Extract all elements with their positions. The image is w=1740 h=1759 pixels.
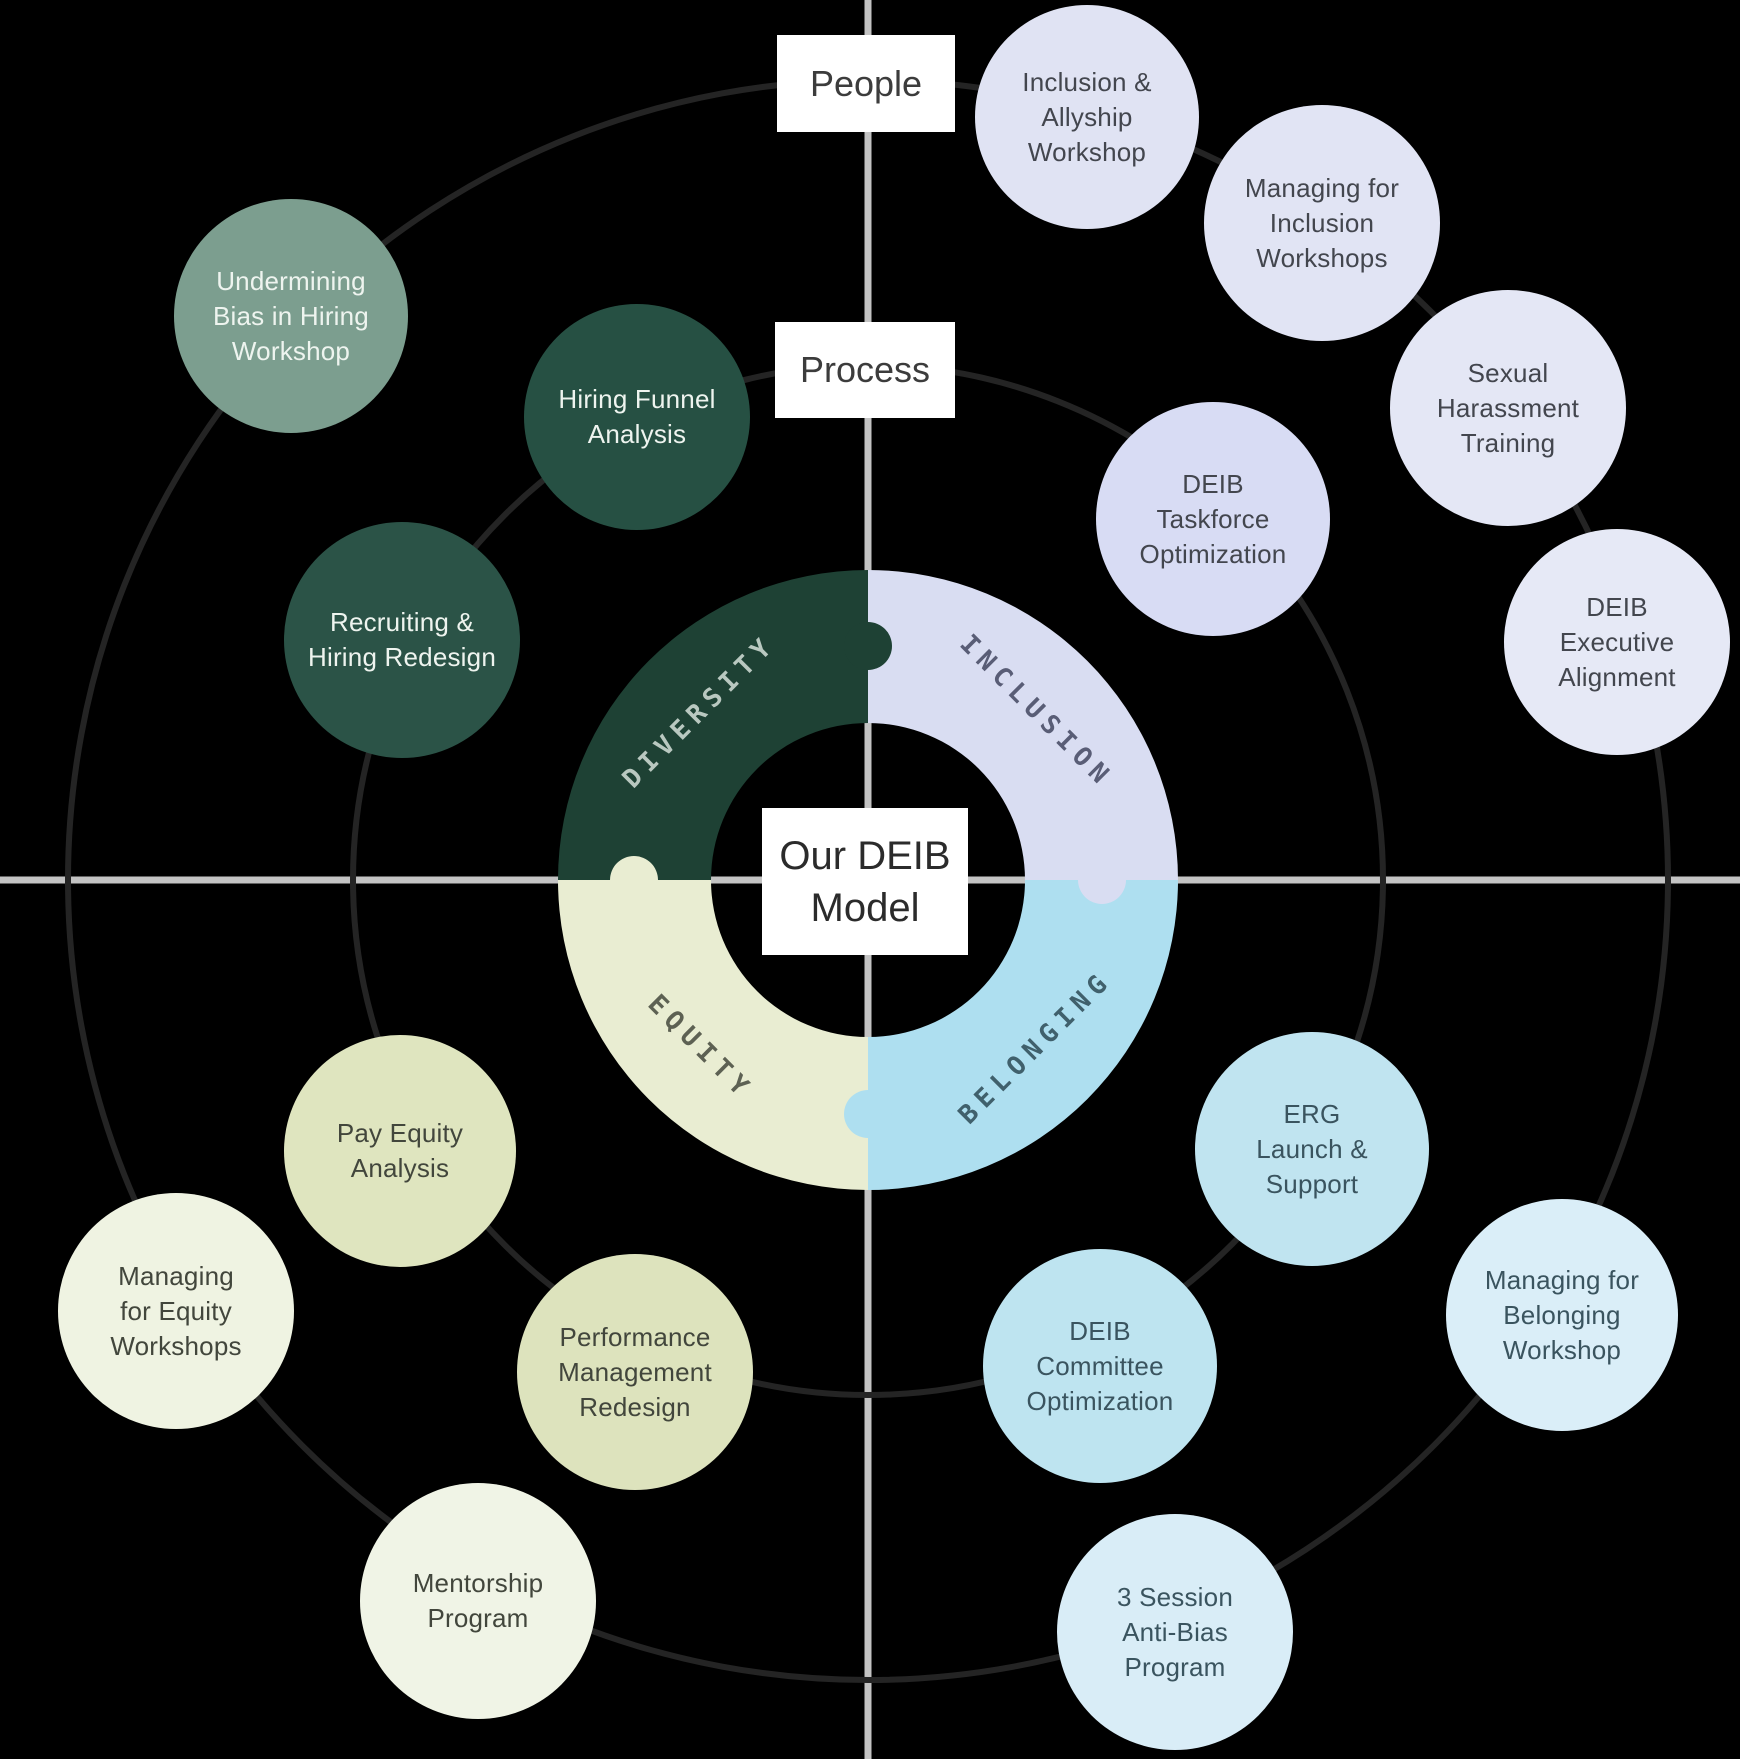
process-ring-label: Process — [775, 322, 955, 418]
center-title: Our DEIB Model — [762, 808, 968, 955]
bubble-three-session-anti-bias-program: 3 Session Anti-Bias Program — [1057, 1514, 1293, 1750]
bubble-deib-taskforce-optimization: DEIB Taskforce Optimization — [1096, 402, 1330, 636]
donut-quadrant-inclusion — [868, 570, 1178, 880]
bubble-managing-for-inclusion-workshops: Managing for Inclusion Workshops — [1204, 105, 1440, 341]
bubble-pay-equity-analysis: Pay Equity Analysis — [284, 1035, 516, 1267]
bubble-deib-committee-optimization: DEIB Committee Optimization — [983, 1249, 1217, 1483]
bubble-recruiting-hiring-redesign: Recruiting & Hiring Redesign — [284, 522, 520, 758]
puzzle-knob-equity — [610, 856, 658, 904]
people-ring-label: People — [777, 35, 955, 132]
bubble-erg-launch-support: ERG Launch & Support — [1195, 1032, 1429, 1266]
bubble-mentorship-program: Mentorship Program — [360, 1483, 596, 1719]
donut-quadrant-belonging — [868, 880, 1178, 1190]
puzzle-knob-diversity — [844, 622, 892, 670]
bubble-performance-management-redesign: Performance Management Redesign — [517, 1254, 753, 1490]
puzzle-knob-inclusion — [1078, 856, 1126, 904]
bubble-deib-executive-alignment: DEIB Executive Alignment — [1504, 529, 1730, 755]
puzzle-knob-belonging — [844, 1090, 892, 1138]
bubble-undermining-bias-in-hiring-workshop: Undermining Bias in Hiring Workshop — [174, 199, 408, 433]
donut-quadrant-equity — [558, 880, 868, 1190]
bubble-hiring-funnel-analysis: Hiring Funnel Analysis — [524, 304, 750, 530]
donut-quadrant-diversity — [558, 570, 868, 880]
bubble-inclusion-allyship-workshop: Inclusion & Allyship Workshop — [975, 5, 1199, 229]
bubble-sexual-harassment-training: Sexual Harassment Training — [1390, 290, 1626, 526]
bubble-managing-for-equity-workshops: Managing for Equity Workshops — [58, 1193, 294, 1429]
bubble-managing-for-belonging-workshop: Managing for Belonging Workshop — [1446, 1199, 1678, 1431]
